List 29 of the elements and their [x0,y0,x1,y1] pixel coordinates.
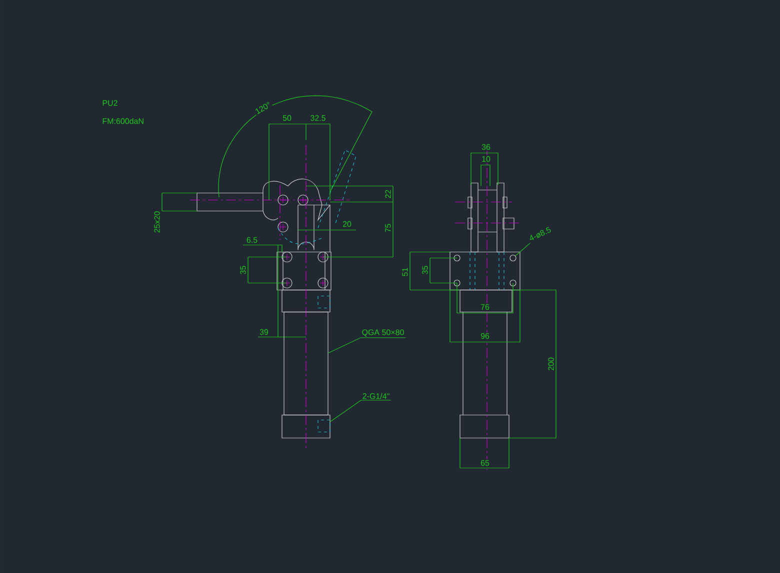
cylinder-tube [284,312,328,416]
callout-text: QGA 50×80 [362,329,404,337]
dimension-text: 51 [401,266,409,278]
leader-line [515,242,530,256]
dimension-text: 65 [480,459,490,467]
leader-line [330,400,392,422]
title-text: FM:600daN [101,117,145,125]
callout-text: 2-G1/4" [362,393,390,399]
dimension-text: 20 [342,220,352,228]
dimension-text: 25x20 [153,210,161,234]
mounting-hole [510,254,516,262]
dimension-text: 35 [239,264,247,276]
dimension-text: 6.5 [245,236,259,244]
dimension-text: 50 [282,114,292,122]
dimension-text: 35 [421,264,429,276]
dimension-text: 96 [480,332,490,340]
dimension-text: 39 [258,328,270,336]
dimension-text: 32.5 [309,114,327,122]
dimension-text: 10 [480,155,492,163]
leader-line [328,337,406,354]
callout-text: 4-ø8.5 [530,226,551,240]
dimension-text: 75 [384,222,392,234]
port-outline [318,420,330,432]
title-text: PU2 [101,99,119,107]
dimension-text: 36 [480,143,492,151]
dimension-text: 76 [480,303,490,311]
dimension-text: 120° [253,100,273,116]
dimension-text: 22 [384,188,392,200]
dimension-text: 200 [547,356,555,372]
